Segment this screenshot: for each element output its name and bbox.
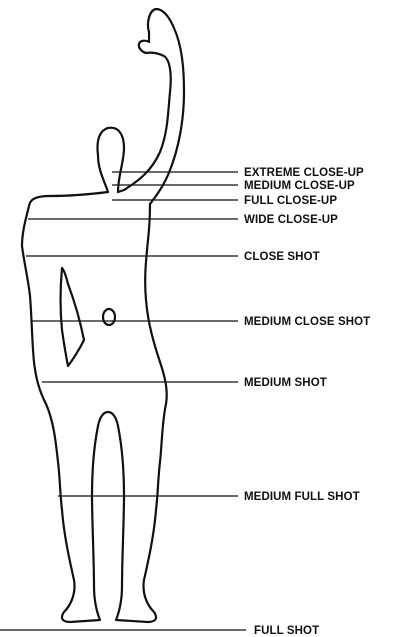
label-full-shot: FULL SHOT	[254, 625, 319, 637]
label-close-shot: CLOSE SHOT	[244, 251, 320, 263]
label-extreme-close-up: EXTREME CLOSE-UP	[244, 167, 364, 179]
label-full-close-up: FULL CLOSE-UP	[244, 195, 337, 207]
shot-labels: EXTREME CLOSE-UP MEDIUM CLOSE-UP FULL CL…	[244, 167, 370, 637]
human-figure-outline	[22, 9, 184, 622]
raised-arm	[124, 9, 184, 204]
label-medium-close-up: MEDIUM CLOSE-UP	[244, 180, 355, 192]
navel-mark	[103, 309, 115, 325]
label-medium-full-shot: MEDIUM FULL SHOT	[244, 491, 360, 503]
arm-inner-shape	[61, 268, 85, 366]
head	[97, 128, 124, 192]
label-wide-close-up: WIDE CLOSE-UP	[244, 214, 338, 226]
label-medium-close-shot: MEDIUM CLOSE SHOT	[244, 316, 370, 328]
label-medium-shot: MEDIUM SHOT	[244, 377, 327, 389]
